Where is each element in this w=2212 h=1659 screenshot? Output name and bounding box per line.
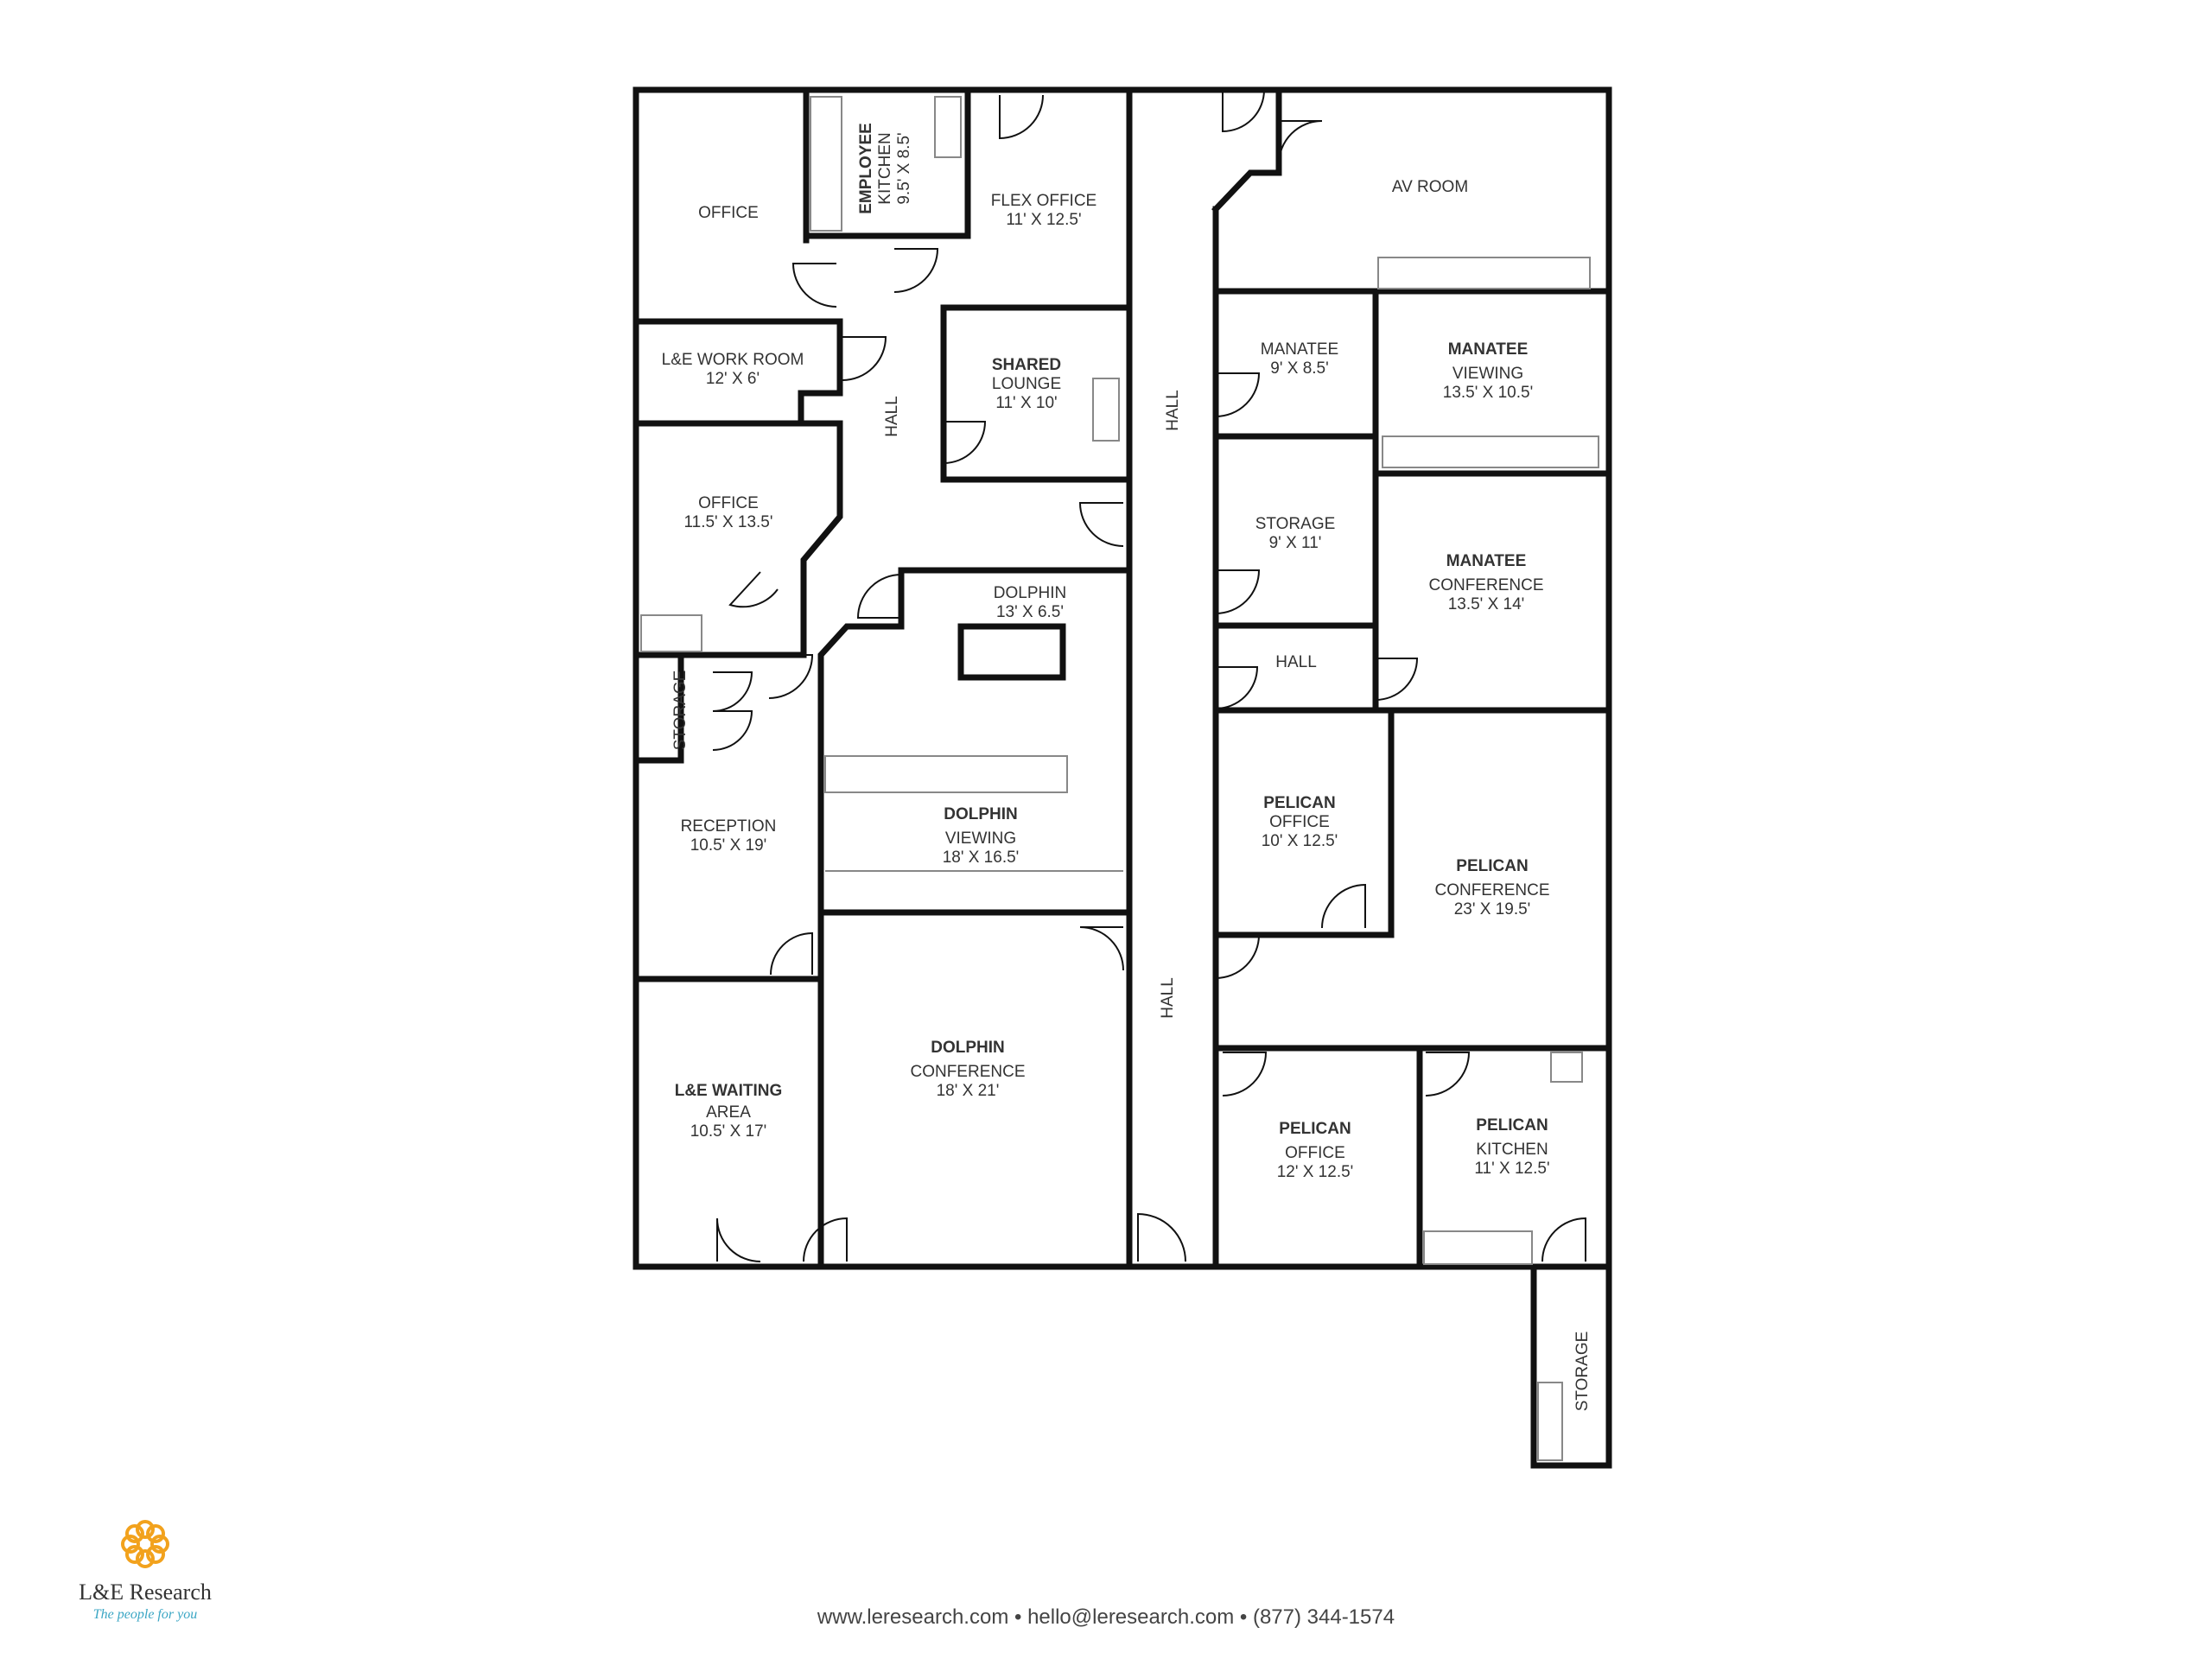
room-office-nw: OFFICE [698, 204, 759, 222]
logo-petal [136, 1549, 155, 1568]
email-link[interactable]: hello@leresearch.com [1027, 1605, 1235, 1629]
room-hall-left: HALL [883, 396, 901, 437]
website-link[interactable]: www.leresearch.com [817, 1605, 1009, 1629]
brand-logo: L&E Research The people for you [76, 1516, 214, 1623]
room-hall-small: HALL [1275, 653, 1317, 671]
brand-name: L&E Research [79, 1580, 212, 1605]
logo-petal [124, 1523, 144, 1543]
room-av-room: AV ROOM [1392, 178, 1468, 196]
room-storage-se: STORAGE [1573, 1332, 1592, 1412]
room-storage-west: STORAGE [671, 671, 690, 751]
room-labels: OFFICE EMPLOYEEKITCHEN9.5' X 8.5' FLEX O… [662, 123, 1592, 1411]
logo-petal [146, 1545, 166, 1565]
fixtures [640, 96, 1599, 1461]
footer-separator: • [1014, 1605, 1022, 1629]
phone-number: (877) 344-1574 [1252, 1605, 1395, 1629]
contact-footer: www.leresearch.com • hello@leresearch.co… [0, 1605, 2212, 1630]
flower-logo-icon [121, 1520, 169, 1568]
walls [632, 86, 1612, 1469]
door-swings [712, 89, 1586, 1262]
logo-petal [136, 1520, 155, 1539]
room-hall-center: HALL [1164, 390, 1182, 431]
footer-separator: • [1239, 1605, 1248, 1629]
brand-tagline: The people for you [92, 1607, 198, 1622]
logo-petal [146, 1523, 166, 1543]
logo-petal [150, 1535, 169, 1554]
logo-petal [121, 1535, 140, 1554]
room-hall-center-s: HALL [1159, 977, 1177, 1019]
logo-petal [124, 1545, 144, 1565]
room-employee-kitchen: EMPLOYEEKITCHEN9.5' X 8.5' [857, 123, 913, 214]
